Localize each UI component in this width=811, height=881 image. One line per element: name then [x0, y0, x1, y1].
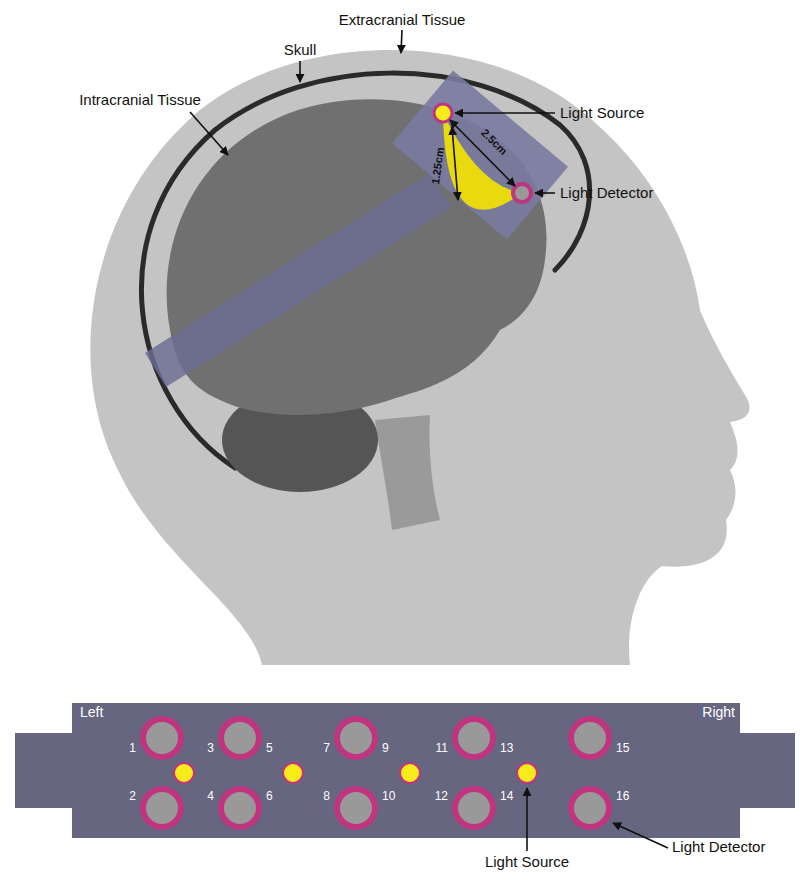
part-label: Light Detector — [672, 838, 765, 855]
callout-number: 15 — [616, 742, 629, 756]
light-detector — [337, 789, 375, 827]
head-silhouette — [90, 50, 749, 665]
callout-number: 16 — [616, 790, 629, 804]
callout-number: 10 — [382, 790, 395, 804]
callout-number: 6 — [266, 790, 273, 804]
optode-array — [143, 719, 609, 827]
callout-number: 14 — [500, 790, 513, 804]
light-source — [434, 104, 452, 122]
callout-number: 1 — [129, 742, 136, 756]
part-label: Light Detector — [560, 184, 653, 201]
leader-arrow — [613, 823, 668, 848]
dimension-arrow — [452, 127, 458, 200]
callout-number: 11 — [436, 742, 448, 756]
callout-number: 4 — [207, 790, 214, 804]
light-source — [174, 763, 194, 783]
leader-arrow — [299, 61, 301, 82]
light-detector — [571, 719, 609, 757]
light-detector — [143, 719, 181, 757]
light-detector — [455, 719, 493, 757]
part-label: Light Source — [485, 853, 569, 870]
light-source — [400, 763, 420, 783]
light-detector — [221, 789, 259, 827]
callout-number: 5 — [266, 742, 273, 756]
part-label: Skull — [284, 41, 317, 58]
callout-number: 9 — [382, 742, 389, 756]
callout-number: 3 — [207, 742, 214, 756]
leader-arrow — [455, 112, 555, 114]
part-label: Intracranial Tissue — [79, 91, 201, 108]
light-detector — [455, 789, 493, 827]
callout-number: 8 — [323, 790, 330, 804]
side-label: Left — [80, 704, 103, 720]
callout-number: 12 — [435, 790, 448, 804]
leader-arrow — [526, 788, 528, 851]
light-detector — [337, 719, 375, 757]
headband — [145, 173, 451, 387]
light-detector — [143, 789, 181, 827]
part-label: Extracranial Tissue — [339, 11, 466, 28]
dimension-label: 1.25cm — [429, 146, 447, 185]
dimension-label: 2.5cm — [479, 126, 510, 157]
part-label: Light Source — [560, 104, 644, 121]
probe-pad-body — [72, 703, 740, 838]
light-detector — [571, 789, 609, 827]
brainstem — [375, 415, 440, 530]
light-source — [283, 763, 303, 783]
leader-arrow — [535, 192, 555, 194]
light-detector — [513, 184, 531, 202]
light-path — [443, 113, 522, 210]
light-source — [517, 763, 537, 783]
callout-number: 2 — [129, 790, 136, 804]
light-detector — [221, 719, 259, 757]
callout-number: 7 — [323, 742, 330, 756]
probe-pad — [392, 70, 568, 239]
leader-arrow — [190, 112, 228, 155]
callout-number: 13 — [500, 742, 513, 756]
side-label: Right — [702, 704, 735, 720]
dimension-arrow — [450, 120, 515, 186]
leader-arrow — [401, 30, 402, 53]
